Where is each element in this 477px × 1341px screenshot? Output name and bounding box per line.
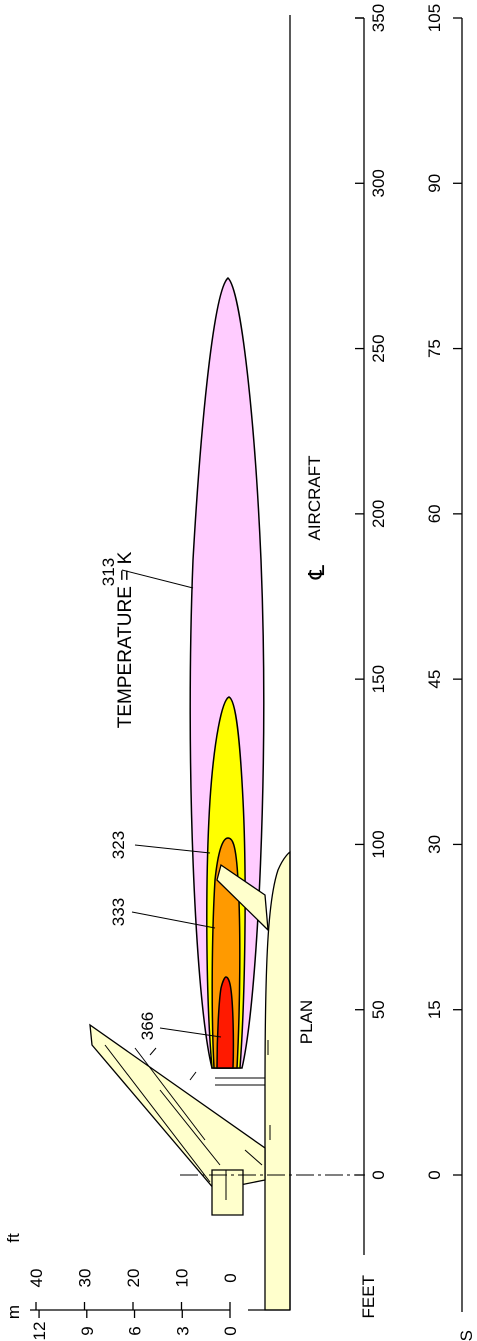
plan-label: PLAN [297,1000,316,1044]
height-scale-feet-tick-label: 10 [173,1269,192,1288]
feet-scale-tick-label: 50 [369,1000,388,1019]
height-scale-feet-unit: ft [4,1233,23,1243]
leader-313 [121,569,194,589]
centerline-label: AIRCRAFT [305,456,324,541]
label-313: 313 [99,558,118,586]
height-scale-feet-tick-label: 40 [27,1269,46,1288]
meters-scale-tick-label: 30 [425,835,444,854]
height-scale-meters-tick-label: 12 [30,1322,49,1341]
meters-scale-tick-label: 15 [425,1000,444,1019]
height-scale-feet-tick-label: 30 [76,1269,95,1288]
leader-366 [159,1027,222,1038]
aircraft-horizontal-stabilizer [216,863,269,932]
feet-scale-tick-label: 150 [369,665,388,693]
feet-scale-tick-label: 250 [369,334,388,362]
label-323: 323 [109,831,128,859]
feet-scale: 0 50 100 150 200 250 300 350 [355,4,388,1255]
leader-333 [131,911,216,929]
height-scale-meters-unit: m [4,1305,23,1319]
meters-scale: 0 15 30 45 60 75 90 105 [425,4,463,1312]
feet-scale-label: FEET [359,1275,378,1318]
height-scale-meters-tick-label: 6 [126,1326,145,1335]
label-333: 333 [109,898,128,926]
leader-323 [134,844,211,854]
meters-scale-label: METERS [457,1330,476,1341]
height-scale-meters-tick-label: 0 [221,1326,240,1335]
aircraft-engine-nacelle [211,1169,244,1216]
meters-scale-tick-label: 90 [425,174,444,193]
feet-scale-tick-label: 200 [369,500,388,528]
height-scale-meters-tick-label: 9 [78,1326,97,1335]
centerline-symbol: ℄ [304,564,329,580]
height-scale-meters-tick-label: 3 [173,1326,192,1335]
height-scale-feet-tick-label: 0 [221,1273,240,1282]
feet-scale-tick-label: 300 [369,169,388,197]
meters-scale-tick-label: 75 [425,339,444,358]
meters-scale-tick-label: 45 [425,670,444,689]
contour-366-plume [216,976,235,1069]
aircraft-plan-view [89,850,291,1311]
meters-scale-tick-label: 0 [425,1170,444,1179]
meters-scale-tick-label: 105 [425,4,444,32]
label-366: 366 [138,1012,157,1040]
diagram-title: TEMPERATURE = K [115,551,136,728]
height-scale: 0 10 20 30 40 0 3 6 9 12 [27,1269,240,1341]
feet-scale-tick-label: 350 [369,4,388,32]
feet-scale-tick-label: 100 [369,830,388,858]
feet-scale-tick-label: 0 [369,1170,388,1179]
aircraft-fuselage [264,850,291,1311]
meters-scale-tick-label: 60 [425,504,444,523]
height-scale-feet-tick-label: 20 [124,1269,143,1288]
